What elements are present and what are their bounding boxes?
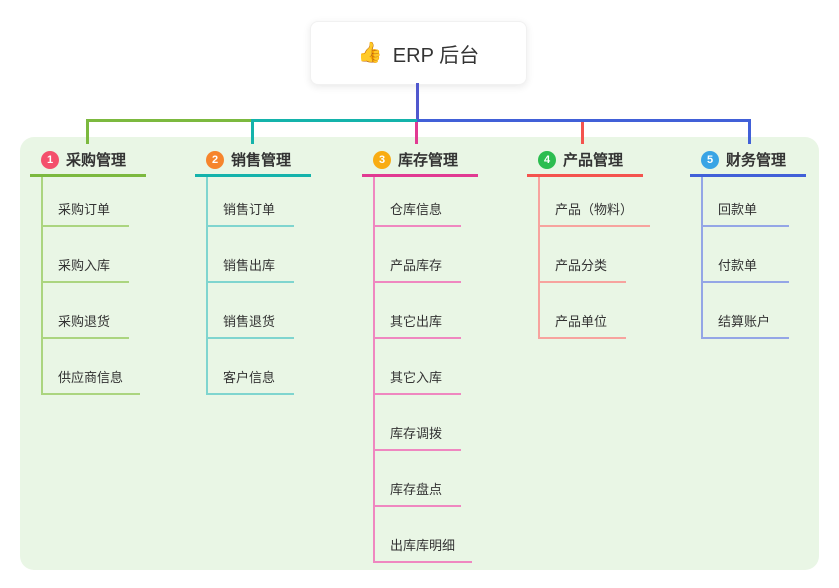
child-node[interactable]: 采购入库 — [43, 227, 129, 283]
child-node[interactable]: 产品库存 — [375, 227, 461, 283]
child-node[interactable]: 仓库信息 — [375, 177, 461, 227]
branch-column-finance: 5 财务管理 回款单付款单结算账户 — [690, 145, 839, 339]
connector-branch-3-drop — [415, 122, 418, 144]
branch-number-badge: 5 — [701, 150, 719, 169]
child-node[interactable]: 供应商信息 — [43, 339, 141, 395]
child-node[interactable]: 库存盘点 — [375, 451, 461, 507]
connector-branch-1-drop — [86, 119, 89, 144]
child-node[interactable]: 回款单 — [703, 177, 789, 227]
child-node[interactable]: 其它入库 — [375, 339, 461, 395]
branch-node[interactable]: 3 库存管理 — [362, 145, 478, 177]
connector-branch-2-drop — [251, 119, 254, 144]
root-connector-line — [416, 83, 419, 121]
branch-children: 产品（物料）产品分类产品单位 — [538, 177, 651, 339]
branch-column-inventory: 3 库存管理 仓库信息产品库存其它出库其它入库库存调拨库存盘点出库库明细 — [362, 145, 522, 563]
connector-branch-5-drop — [748, 119, 751, 144]
child-node[interactable]: 销售退货 — [208, 283, 294, 339]
branch-children: 销售订单销售出库销售退货客户信息 — [206, 177, 294, 395]
branch-children: 采购订单采购入库采购退货供应商信息 — [41, 177, 141, 395]
branch-title: 产品管理 — [563, 152, 624, 169]
branch-node[interactable]: 1 采购管理 — [30, 145, 146, 177]
branch-number-badge: 3 — [373, 150, 391, 169]
branch-number-badge: 1 — [41, 150, 59, 169]
connector-branch-1-trunk — [86, 119, 253, 122]
child-node[interactable]: 客户信息 — [208, 339, 294, 395]
branch-column-sales: 2 销售管理 销售订单销售出库销售退货客户信息 — [195, 145, 355, 395]
root-node-label: ERP 后台 — [392, 44, 480, 67]
branch-title: 库存管理 — [398, 152, 459, 169]
branch-children: 仓库信息产品库存其它出库其它入库库存调拨库存盘点出库库明细 — [373, 177, 473, 563]
branch-node[interactable]: 5 财务管理 — [690, 145, 806, 177]
child-node[interactable]: 销售订单 — [208, 177, 294, 227]
thumbs-up-icon: 👍 — [357, 42, 383, 64]
branch-number-badge: 2 — [206, 150, 224, 169]
child-node[interactable]: 销售出库 — [208, 227, 294, 283]
branch-title: 财务管理 — [726, 152, 787, 169]
child-node[interactable]: 付款单 — [703, 227, 789, 283]
child-node[interactable]: 结算账户 — [703, 283, 789, 339]
child-node[interactable]: 产品分类 — [540, 227, 626, 283]
branch-number-badge: 4 — [538, 150, 556, 169]
branch-column-purchase: 1 采购管理 采购订单采购入库采购退货供应商信息 — [30, 145, 190, 395]
branch-children: 回款单付款单结算账户 — [701, 177, 789, 339]
branch-column-product: 4 产品管理 产品（物料）产品分类产品单位 — [527, 145, 687, 339]
branch-node[interactable]: 4 产品管理 — [527, 145, 643, 177]
child-node[interactable]: 产品（物料） — [540, 177, 651, 227]
root-node[interactable]: 👍 ERP 后台 — [310, 21, 527, 85]
connector-branch-5-trunk — [417, 119, 751, 122]
child-node[interactable]: 出库库明细 — [375, 507, 473, 563]
branch-title: 采购管理 — [66, 152, 127, 169]
branch-node[interactable]: 2 销售管理 — [195, 145, 311, 177]
branch-title: 销售管理 — [231, 152, 292, 169]
connector-branch-4-drop — [581, 122, 584, 144]
child-node[interactable]: 采购订单 — [43, 177, 129, 227]
child-node[interactable]: 采购退货 — [43, 283, 129, 339]
child-node[interactable]: 其它出库 — [375, 283, 461, 339]
connector-branch-2-trunk — [253, 119, 417, 122]
branches-panel — [20, 137, 819, 570]
child-node[interactable]: 库存调拨 — [375, 395, 461, 451]
child-node[interactable]: 产品单位 — [540, 283, 626, 339]
